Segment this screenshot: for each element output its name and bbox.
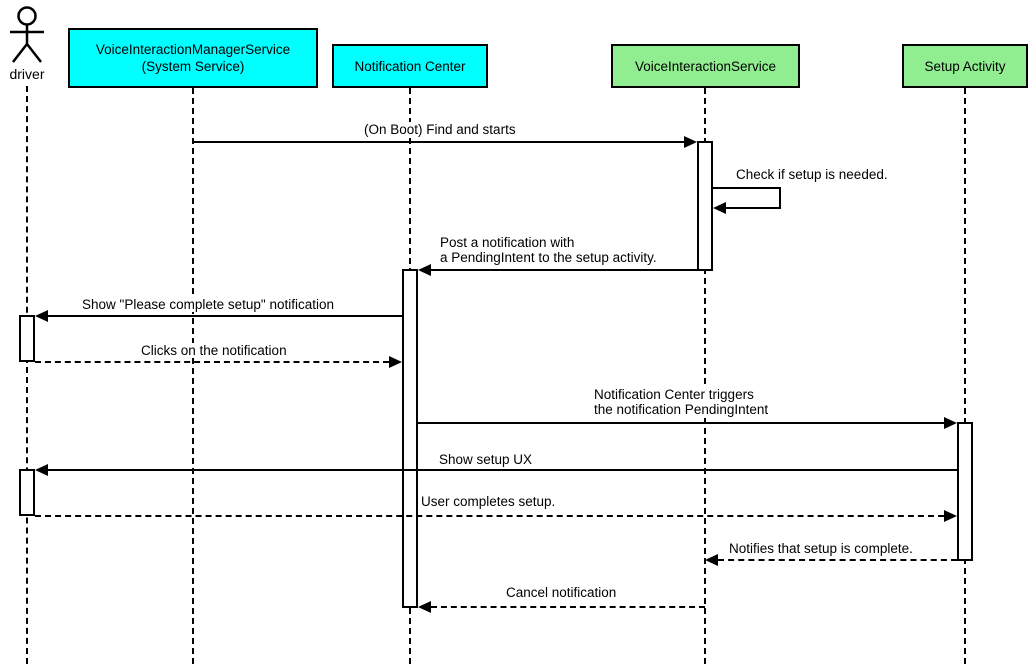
message-line-post-notification	[431, 269, 697, 271]
actor-label: driver	[9, 66, 45, 82]
arrowhead-left-icon	[35, 464, 48, 476]
message-label-post-notification: Post a notification with a PendingIntent…	[438, 235, 659, 265]
lifeline-driver	[26, 86, 28, 664]
arrowhead-right-icon	[684, 136, 697, 148]
message-label-show-notification: Show "Please complete setup" notificatio…	[80, 297, 336, 312]
actor-icon	[10, 6, 44, 63]
message-label-cancel-notification: Cancel notification	[504, 585, 619, 600]
self-message-bottom-line	[726, 207, 780, 209]
activation-voice-interaction-service	[697, 141, 713, 271]
arrowhead-left-icon	[35, 310, 48, 322]
message-line-user-completes-setup	[35, 515, 944, 517]
participant-notification-center: Notification Center	[332, 44, 488, 88]
message-label-clicks-notification: Clicks on the notification	[139, 343, 289, 358]
arrowhead-right-icon	[389, 356, 402, 368]
message-label-notifies-complete: Notifies that setup is complete.	[727, 541, 915, 556]
arrowhead-left-icon	[418, 601, 431, 613]
arrowhead-right-icon	[944, 510, 957, 522]
message-line-on-boot	[193, 141, 685, 143]
message-line-cancel-notification	[431, 606, 705, 608]
self-message-top-line	[713, 187, 780, 189]
message-label-show-setup-ux: Show setup UX	[437, 452, 535, 467]
participant-voice-interaction-service: VoiceInteractionService	[611, 44, 800, 88]
message-line-show-setup-ux	[48, 469, 957, 471]
lifeline-setup-activity	[964, 88, 966, 664]
activation-driver-2	[19, 469, 35, 516]
message-label-check-setup: Check if setup is needed.	[734, 167, 890, 182]
self-message-side-line	[779, 187, 781, 209]
activation-notification-center	[402, 269, 418, 608]
lifeline-voice-interaction-manager-service	[192, 88, 194, 664]
participant-voice-interaction-manager-service: VoiceInteractionManagerService (System S…	[68, 28, 318, 88]
activation-setup-activity	[957, 422, 973, 561]
arrowhead-left-icon	[705, 554, 718, 566]
message-label-triggers-pendingintent: Notification Center triggers the notific…	[592, 387, 771, 417]
message-line-show-notification	[48, 315, 403, 317]
arrowhead-left-icon	[713, 202, 726, 214]
arrowhead-right-icon	[944, 417, 957, 429]
arrowhead-left-icon	[418, 264, 431, 276]
lifeline-voice-interaction-service	[704, 88, 706, 664]
message-line-clicks-notification	[35, 361, 389, 363]
message-line-triggers-pendingintent	[418, 422, 944, 424]
message-label-user-completes-setup: User completes setup.	[419, 494, 558, 509]
message-line-notifies-complete	[718, 559, 957, 561]
activation-driver-1	[19, 315, 35, 362]
message-label-on-boot: (On Boot) Find and starts	[362, 122, 518, 137]
participant-setup-activity: Setup Activity	[902, 44, 1028, 88]
